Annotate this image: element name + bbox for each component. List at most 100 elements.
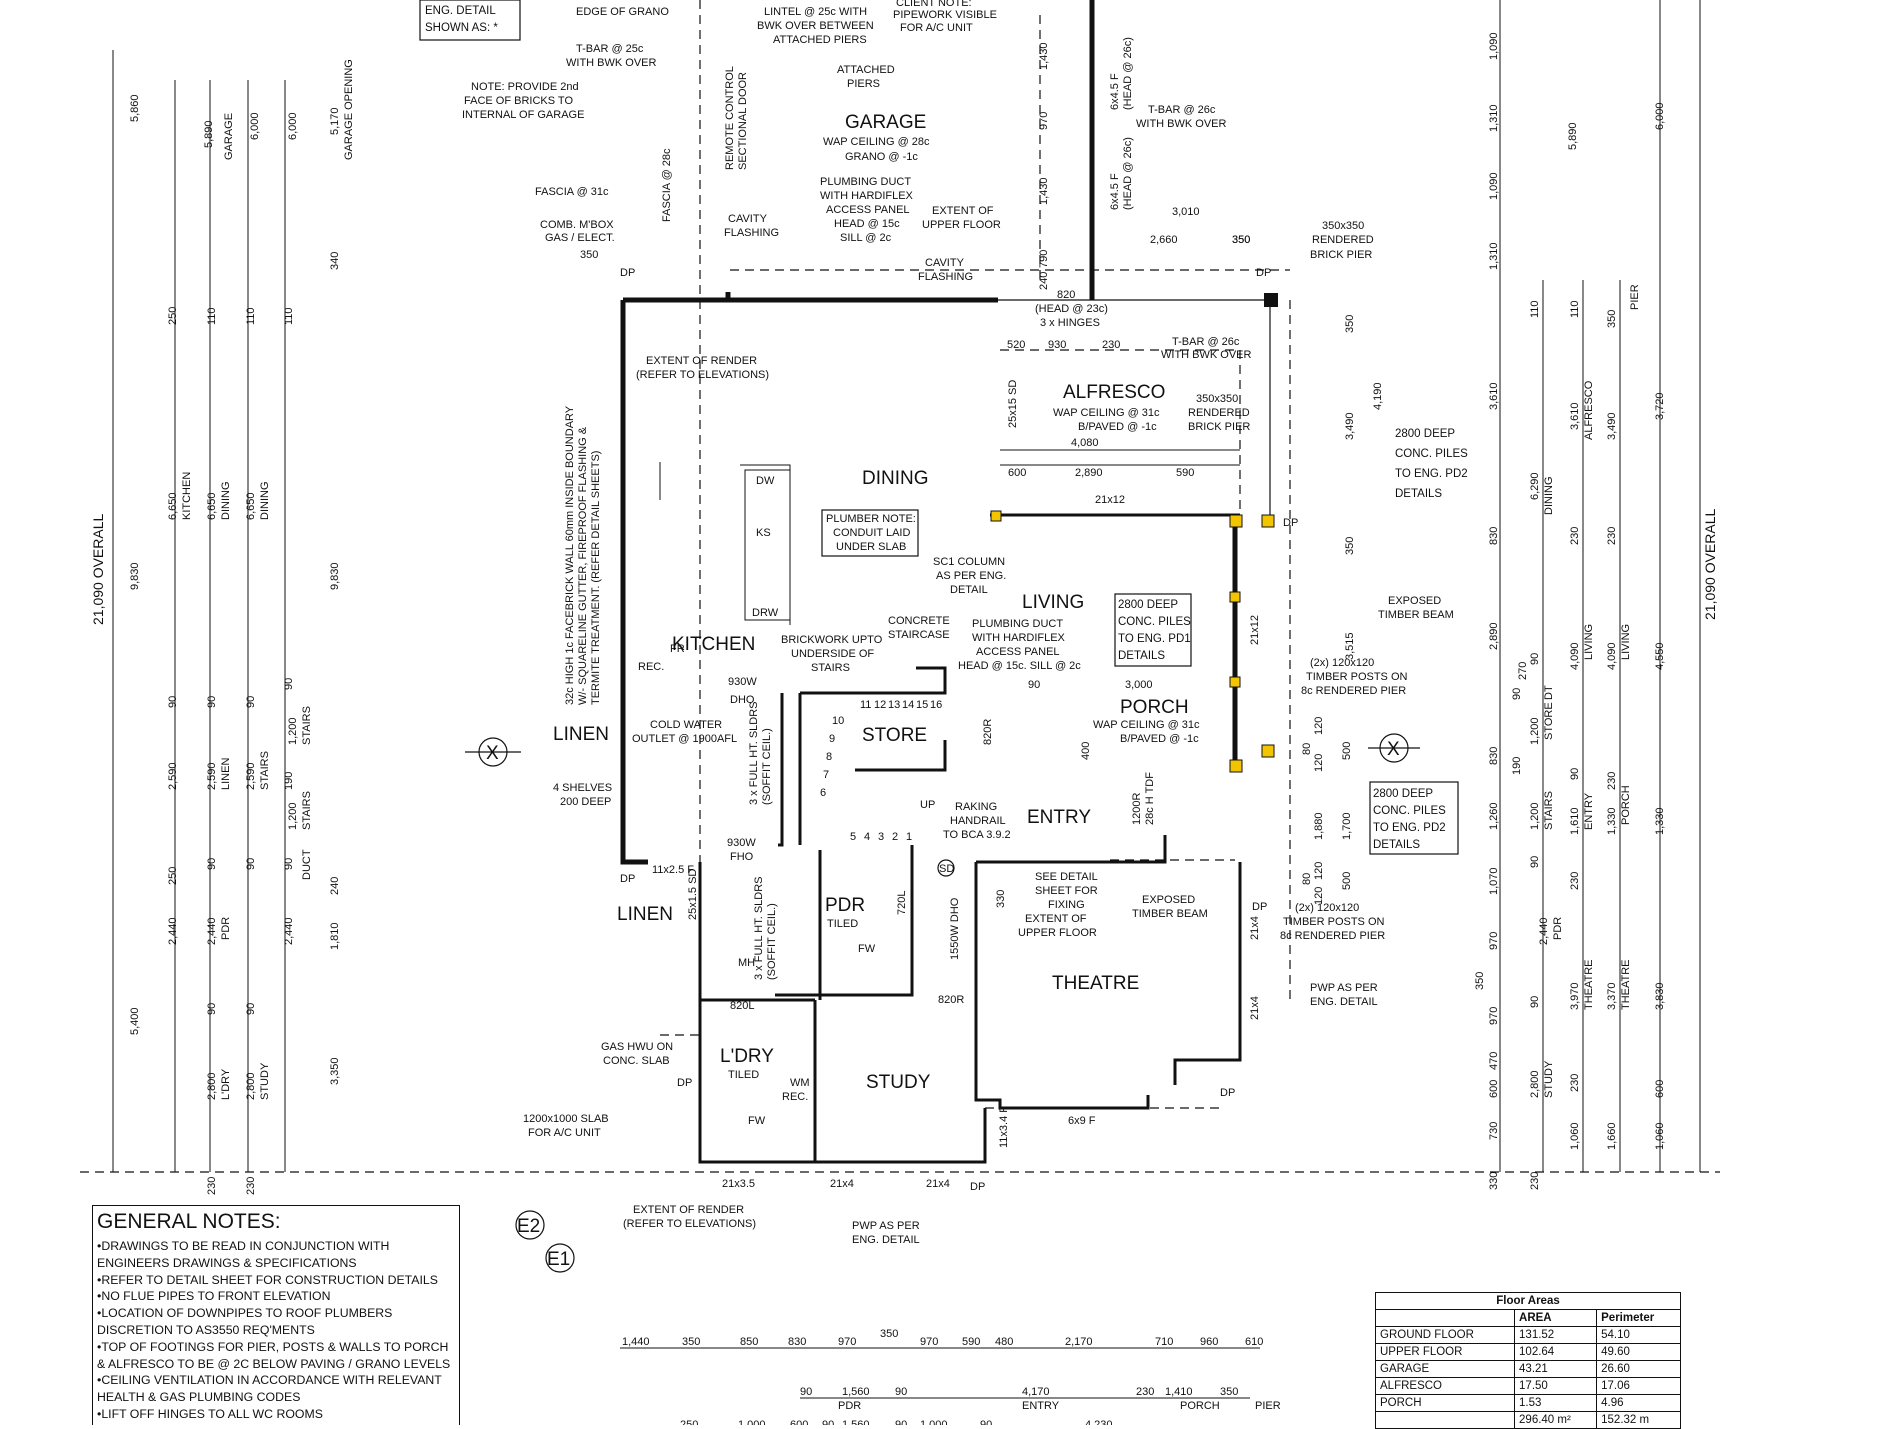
svg-text:INTERNAL OF GARAGE: INTERNAL OF GARAGE: [462, 109, 584, 121]
svg-text:X: X: [1387, 739, 1400, 760]
svg-text:190: 190: [283, 772, 295, 790]
svg-text:230: 230: [1529, 1172, 1541, 1190]
svg-text:TIMBER BEAM: TIMBER BEAM: [1132, 908, 1208, 920]
stair-number: 10: [832, 715, 844, 727]
svg-text:RENDERED: RENDERED: [1312, 234, 1374, 246]
svg-text:350x350: 350x350: [1196, 393, 1238, 405]
bottom-dim: 830: [788, 1336, 806, 1348]
svg-text:110: 110: [245, 307, 257, 325]
svg-text:DP: DP: [677, 1077, 692, 1089]
svg-text:350: 350: [1232, 234, 1250, 246]
svg-text:25x1.5 SD: 25x1.5 SD: [687, 869, 699, 920]
svg-text:590: 590: [1176, 467, 1194, 479]
svg-text:11x2.5 F: 11x2.5 F: [652, 864, 694, 876]
svg-text:TILED: TILED: [827, 918, 858, 930]
svg-text:2800 DEEP: 2800 DEEP: [1118, 599, 1178, 611]
svg-text:WITH HARDIFLEX: WITH HARDIFLEX: [820, 190, 914, 202]
svg-text:6,650: 6,650: [167, 492, 179, 520]
svg-text:(HEAD @ 26c): (HEAD @ 26c): [1122, 137, 1134, 210]
stair-number: 4: [864, 831, 870, 843]
svg-text:PWP AS PER: PWP AS PER: [852, 1220, 920, 1232]
svg-text:PLUMBING DUCT: PLUMBING DUCT: [820, 176, 911, 188]
svg-text:5,890: 5,890: [203, 120, 215, 148]
svg-text:STAIRS: STAIRS: [301, 706, 313, 745]
general-note-item: DRAWINGS TO BE READ IN CONJUNCTION WITH …: [97, 1238, 455, 1272]
bottom-dim: 1,440: [622, 1336, 650, 1348]
svg-text:PIPEWORK VISIBLE: PIPEWORK VISIBLE: [893, 9, 997, 21]
svg-text:4,080: 4,080: [1071, 437, 1099, 449]
svg-text:90: 90: [1529, 653, 1541, 665]
svg-text:STAIRCASE: STAIRCASE: [888, 629, 950, 641]
svg-text:SECTIONAL DOOR: SECTIONAL DOOR: [737, 72, 749, 170]
svg-text:CONC. PILES: CONC. PILES: [1373, 805, 1446, 817]
svg-text:RAKING: RAKING: [955, 801, 997, 813]
stair-wall: [778, 666, 947, 847]
svg-text:230: 230: [1569, 527, 1581, 545]
svg-text:STUDY: STUDY: [259, 1062, 271, 1100]
bottom-dim: 350: [880, 1328, 898, 1340]
svg-text:2,440: 2,440: [1538, 917, 1550, 945]
svg-text:COLD WATER: COLD WATER: [650, 719, 722, 731]
svg-text:2,800: 2,800: [1529, 1070, 1541, 1098]
svg-text:ENG. DETAIL: ENG. DETAIL: [425, 5, 496, 17]
svg-text:GRANO @ -1c: GRANO @ -1c: [845, 151, 918, 163]
svg-text:230: 230: [1606, 772, 1618, 790]
svg-text:730: 730: [1488, 1122, 1500, 1140]
svg-text:340: 340: [329, 252, 341, 270]
svg-text:REMOTE CONTROL: REMOTE CONTROL: [724, 66, 736, 170]
svg-text:600: 600: [1654, 1080, 1666, 1098]
general-note-item: LIFT OFF HINGES TO ALL WC ROOMS: [97, 1406, 455, 1423]
svg-text:3 x HINGES: 3 x HINGES: [1040, 317, 1100, 329]
svg-text:FOR A/C UNIT: FOR A/C UNIT: [528, 1127, 601, 1139]
svg-text:970: 970: [1488, 932, 1500, 950]
svg-text:90: 90: [245, 696, 257, 708]
svg-text:1,660: 1,660: [1606, 1122, 1618, 1150]
svg-text:(2x) 120x120: (2x) 120x120: [1310, 657, 1374, 669]
svg-text:350x350: 350x350: [1322, 220, 1364, 232]
annotations: ENG. DETAIL SHOWN AS: * EDGE OF GRANO LI…: [419, 0, 1468, 1246]
svg-text:FW: FW: [858, 943, 876, 955]
svg-text:T-BAR @ 26c: T-BAR @ 26c: [1172, 336, 1240, 348]
svg-text:720L: 720L: [896, 891, 908, 915]
svg-text:500: 500: [1341, 872, 1353, 890]
svg-text:NOTE: PROVIDE 2nd: NOTE: PROVIDE 2nd: [471, 81, 579, 93]
svg-text:DP: DP: [1283, 517, 1298, 529]
table-cell: UPPER FLOOR: [1374, 1343, 1516, 1361]
svg-text:FASCIA @ 31c: FASCIA @ 31c: [535, 186, 609, 198]
svg-text:W/- SQUARELINE GUTTER, FIREPRO: W/- SQUARELINE GUTTER, FIREPROOF FLASHIN…: [577, 426, 589, 705]
svg-text:1,200: 1,200: [287, 717, 299, 745]
general-note-item: REFER TO DETAIL SHEET FOR CONSTRUCTION D…: [97, 1272, 455, 1289]
room-linen-2: LINEN: [617, 904, 673, 925]
svg-text:2,660: 2,660: [1150, 234, 1178, 246]
elevation-e2-icon: [515, 1210, 545, 1240]
svg-text:6x4.5 F: 6x4.5 F: [1109, 173, 1121, 210]
floor-areas-header: AREA: [1514, 1309, 1598, 1327]
svg-text:WM: WM: [790, 1077, 810, 1089]
svg-text:240: 240: [329, 877, 341, 895]
svg-text:520: 520: [1007, 339, 1025, 351]
svg-text:FLASHING: FLASHING: [918, 271, 973, 283]
svg-text:21x12: 21x12: [1095, 494, 1125, 506]
svg-text:COMB. M'BOX: COMB. M'BOX: [540, 219, 614, 231]
svg-text:11x3.4 F: 11x3.4 F: [998, 1106, 1010, 1148]
svg-text:X: X: [486, 743, 499, 764]
svg-text:1,880: 1,880: [1313, 812, 1325, 840]
svg-text:FOR A/C UNIT: FOR A/C UNIT: [900, 22, 973, 34]
svg-text:OUTLET @ 1900AFL: OUTLET @ 1900AFL: [632, 733, 737, 745]
svg-text:E1: E1: [547, 1249, 570, 1270]
table-cell: 54.10: [1596, 1326, 1681, 1344]
svg-text:ALFRESCO: ALFRESCO: [1583, 380, 1595, 440]
svg-text:DETAILS: DETAILS: [1395, 488, 1442, 500]
svg-text:FACE OF BRICKS TO: FACE OF BRICKS TO: [464, 95, 573, 107]
svg-text:6,000: 6,000: [287, 112, 299, 140]
svg-text:HANDRAIL: HANDRAIL: [950, 815, 1006, 827]
dashed-lines: [80, 0, 1720, 1173]
svg-text:DETAIL: DETAIL: [950, 584, 988, 596]
svg-text:6x4.5 F: 6x4.5 F: [1109, 73, 1121, 110]
svg-text:9,830: 9,830: [129, 562, 141, 590]
svg-text:T-BAR @ 25c: T-BAR @ 25c: [576, 43, 644, 55]
svg-text:1,610: 1,610: [1569, 807, 1581, 835]
bottom-dim: 970: [920, 1336, 938, 1348]
bottom-dim: 600: [790, 1419, 808, 1425]
